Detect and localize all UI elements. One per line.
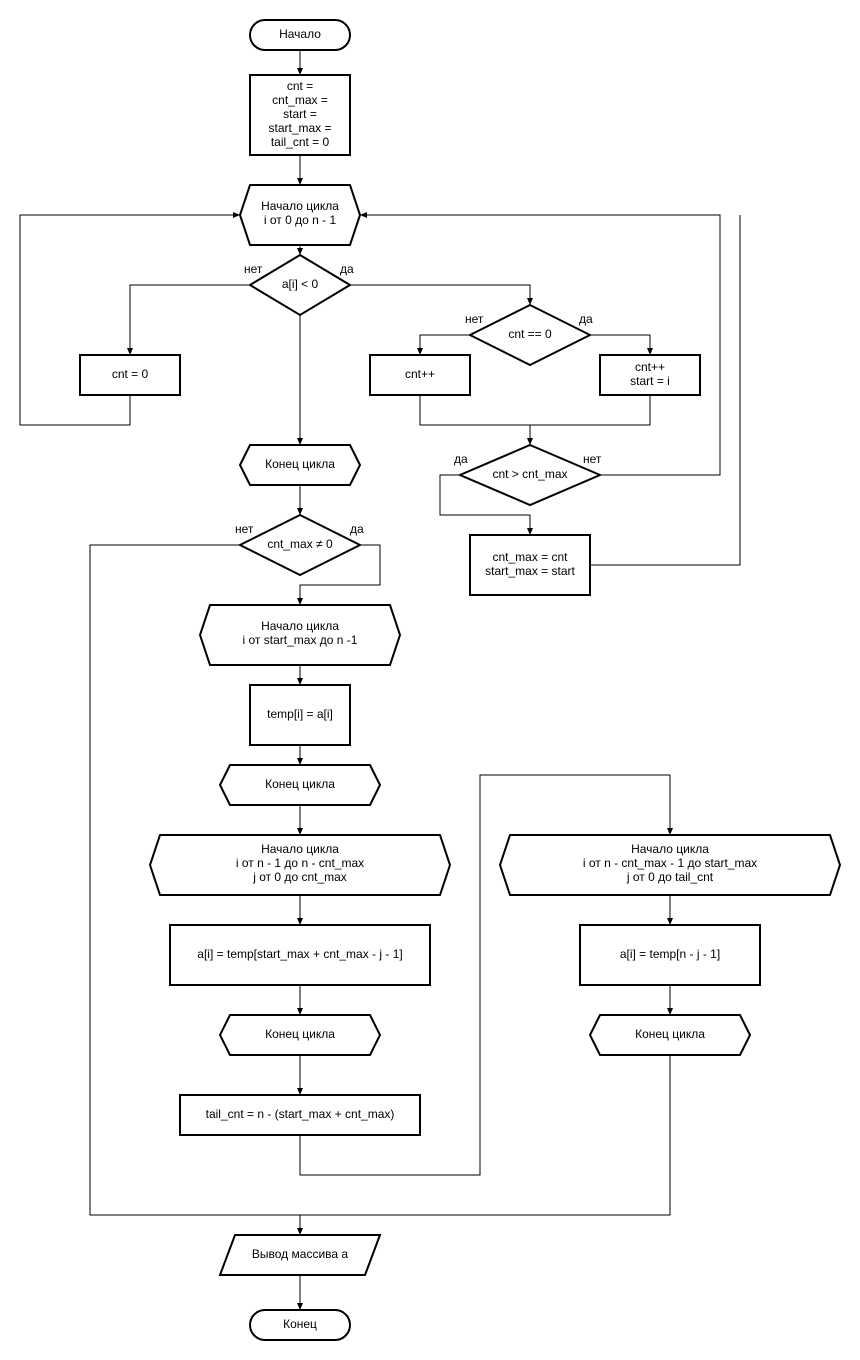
loop1-end: Конец цикла <box>238 444 362 486</box>
cnt-reset-process: cnt = 0 <box>79 354 181 396</box>
loop4-start-line-1: Начало цикла <box>631 842 709 856</box>
loop2-end: Конец цикла <box>218 764 382 806</box>
init-line-2: cnt_max = <box>272 93 328 107</box>
update-max-process: cnt_max = cnt start_max = start <box>469 534 591 596</box>
arrowhead <box>297 598 303 605</box>
arrowhead <box>647 348 653 355</box>
arrowhead <box>667 918 673 925</box>
loop3-start-line-1: Начало цикла <box>261 842 339 856</box>
init-process: cnt = cnt_max = start = start_max = tail… <box>249 74 351 156</box>
arrowhead <box>127 348 133 355</box>
assign-tail-label: a[i] = temp[n - j - 1] <box>620 947 720 961</box>
label-yes: да <box>454 452 468 466</box>
cnt-inc-process: cnt++ <box>369 354 471 396</box>
loop3-start-line-3: j от 0 до cnt_max <box>252 870 347 884</box>
arrowhead <box>667 828 673 835</box>
arrowhead <box>297 828 303 835</box>
start-node: Начало <box>249 19 351 51</box>
arrowhead <box>297 1303 303 1310</box>
label-no: нет <box>244 262 263 276</box>
label-yes: да <box>579 312 593 326</box>
loop3-start-line-2: i от n - 1 до n - cnt_max <box>236 856 364 870</box>
output-node: Вывод массива a <box>218 1234 382 1276</box>
arrowhead <box>233 212 240 218</box>
copy-temp-label: temp[i] = a[i] <box>267 707 333 721</box>
loop4-start: Начало цикла i от n - cnt_max - 1 до sta… <box>498 834 842 896</box>
init-line-4: start_max = <box>268 121 331 135</box>
tail-calc-label: tail_cnt = n - (start_max + cnt_max) <box>206 1107 395 1121</box>
arrowhead <box>297 248 303 255</box>
decision-cnt-zero-label: cnt == 0 <box>508 327 552 341</box>
end-node: Конец <box>249 1309 351 1341</box>
output-label: Вывод массива a <box>252 1247 348 1261</box>
arrowhead <box>297 758 303 765</box>
decision-cnt-gt-max-label: cnt > cnt_max <box>492 467 567 481</box>
decision-cnt-max-nonzero: cnt_max ≠ 0 нет да <box>235 513 364 577</box>
arrowhead <box>297 918 303 925</box>
loop3-end: Конец цикла <box>218 1014 382 1056</box>
loop2-end-label: Конец цикла <box>265 777 335 791</box>
loop4-end-label: Конец цикла <box>635 1027 705 1041</box>
loop4-end: Конец цикла <box>588 1014 752 1056</box>
loop4-start-line-3: j от 0 до tail_cnt <box>626 870 714 884</box>
init-line-5: tail_cnt = 0 <box>271 135 330 149</box>
loop4-start-line-2: i от n - cnt_max - 1 до start_max <box>583 856 757 870</box>
assign-reverse-process: a[i] = temp[start_max + cnt_max - j - 1] <box>169 924 431 986</box>
update-max-line-1: cnt_max = cnt <box>492 550 568 564</box>
cnt-reset-label: cnt = 0 <box>112 367 149 381</box>
decision-negative: a[i] < 0 нет да <box>244 253 354 317</box>
loop1-start-line-1: Начало цикла <box>261 199 339 213</box>
label-yes: да <box>350 522 364 536</box>
end-label: Конец <box>283 1317 317 1331</box>
tail-calc-process: tail_cnt = n - (start_max + cnt_max) <box>179 1094 421 1136</box>
loop1-start-line-2: i от 0 до n - 1 <box>264 213 337 227</box>
cnt-inc-label: cnt++ <box>405 367 435 381</box>
arrowhead <box>527 298 533 305</box>
start-label: Начало <box>279 27 321 41</box>
arrowhead <box>297 508 303 515</box>
arrowhead <box>417 348 423 355</box>
decision-cnt-gt-max: cnt > cnt_max да нет <box>454 443 603 507</box>
loop1-end-label: Конец цикла <box>265 457 335 471</box>
arrowhead <box>667 1008 673 1015</box>
assign-tail-process: a[i] = temp[n - j - 1] <box>579 924 761 986</box>
update-max-line-2: start_max = start <box>485 564 575 578</box>
arrowhead <box>297 1228 303 1235</box>
arrowhead <box>360 212 367 218</box>
arrowheads <box>127 68 673 1310</box>
label-no: нет <box>583 452 602 466</box>
cnt-inc-start-line-1: cnt++ <box>635 360 665 374</box>
loop2-start-line-2: i от start_max до n -1 <box>243 633 358 647</box>
cnt-inc-start-process: cnt++ start = i <box>599 354 701 396</box>
decision-cnt-zero: cnt == 0 нет да <box>465 303 593 367</box>
arrowhead <box>297 178 303 185</box>
loop3-start: Начало цикла i от n - 1 до n - cnt_max j… <box>148 834 452 896</box>
init-line-3: start = <box>283 107 317 121</box>
label-no: нет <box>235 522 254 536</box>
loop2-start: Начало цикла i от start_max до n -1 <box>198 604 402 666</box>
loop2-start-line-1: Начало цикла <box>261 619 339 633</box>
label-no: нет <box>465 312 484 326</box>
arrowhead <box>297 68 303 75</box>
decision-cnt-max-nonzero-label: cnt_max ≠ 0 <box>267 537 333 551</box>
assign-reverse-label: a[i] = temp[start_max + cnt_max - j - 1] <box>197 947 402 961</box>
loop1-start: Начало цикла i от 0 до n - 1 <box>238 184 362 246</box>
arrowhead <box>297 1008 303 1015</box>
arrowhead <box>297 438 303 445</box>
arrowhead <box>527 528 533 535</box>
label-yes: да <box>340 262 354 276</box>
arrowhead <box>297 1088 303 1095</box>
cnt-inc-start-line-2: start = i <box>630 374 670 388</box>
init-line-1: cnt = <box>287 79 313 93</box>
arrowhead <box>527 438 533 445</box>
decision-negative-label: a[i] < 0 <box>282 277 319 291</box>
copy-temp-process: temp[i] = a[i] <box>249 684 351 746</box>
loop3-end-label: Конец цикла <box>265 1027 335 1041</box>
arrowhead <box>297 678 303 685</box>
